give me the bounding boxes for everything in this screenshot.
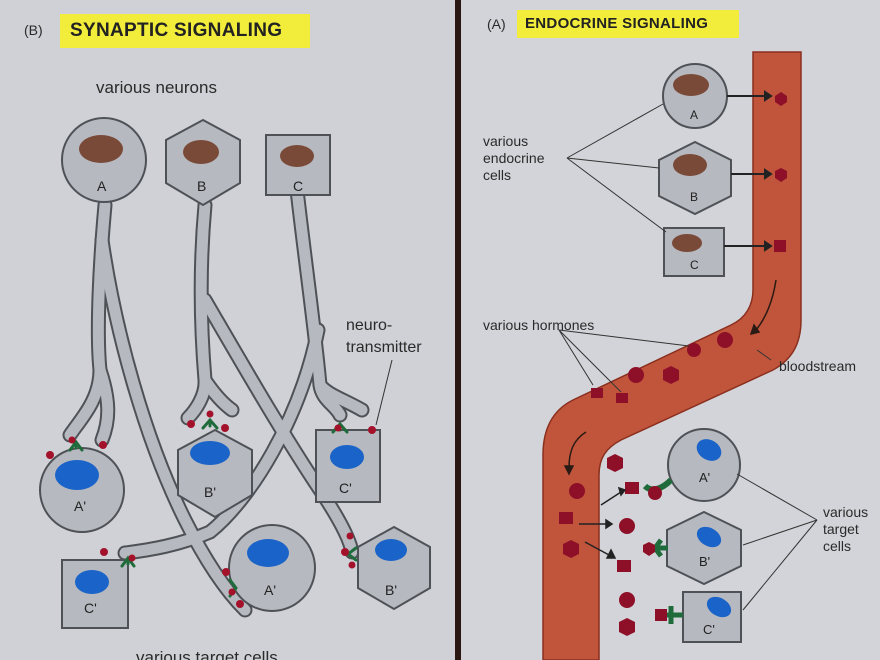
synaptic-diagram (39, 117, 431, 629)
neurotransmitter-pointer (375, 359, 393, 426)
endocrine-cells-label-line3: cells (483, 167, 512, 183)
diffusion-arrows (579, 486, 627, 559)
neuron-a-nucleus (79, 135, 123, 163)
target-cells-label-line1: various (823, 504, 869, 520)
target-c1-label: C' (339, 480, 352, 496)
neuron-a-label: A (97, 178, 107, 194)
neuron-c-nucleus (280, 145, 314, 167)
endocrine-cells-label-line2: endocrine (483, 150, 545, 166)
target-c2-label: C' (84, 600, 97, 616)
neuron-c-label: C (293, 178, 304, 194)
endocrine-signaling-panel: (A) ENDOCRINE SIGNALING various endocrin… (461, 0, 880, 660)
target-b2-label: B' (385, 582, 398, 598)
bloodstream-label: bloodstream (779, 358, 857, 374)
target-a1-label: A' (74, 498, 87, 514)
endocrine-cells-label-line1: various (483, 133, 529, 149)
neurotransmitter-label-line1: neuro- (346, 317, 393, 334)
panel-a-tag: (A) (487, 16, 506, 32)
neurons-label: various neurons (96, 78, 217, 97)
neuron-axons-fill (64, 184, 368, 616)
panel-a-title: ENDOCRINE SIGNALING (517, 10, 739, 38)
target-cell-a-label: A' (699, 470, 711, 485)
target-b2-nucleus (375, 539, 407, 561)
target-a1-nucleus (55, 460, 99, 490)
hormones-label: various hormones (483, 317, 595, 333)
neuron-b-label: B (197, 178, 207, 194)
target-cell-b-nucleus (696, 526, 722, 548)
target-cell-a-body (667, 428, 741, 502)
neurotransmitter-label-line2: transmitter (346, 339, 422, 356)
label-pointers (558, 103, 818, 611)
target-a2-body (228, 524, 316, 612)
target-receptors (642, 477, 683, 624)
target-cell-b-label: B' (699, 554, 711, 569)
endocrine-cell-c-nucleus (672, 234, 702, 252)
synaptic-signaling-panel: (B) SYNAPTIC SIGNALING various neurons n… (0, 0, 455, 660)
target-cells-label: various target cells (136, 648, 278, 660)
neurotransmitter-dots (46, 410, 376, 608)
target-cell-c-label: C' (703, 622, 715, 637)
hormones (559, 92, 787, 636)
panel-b-title: SYNAPTIC SIGNALING (60, 14, 310, 48)
target-cells-label-line2: target (823, 521, 859, 537)
endocrine-cell-b-nucleus (673, 154, 707, 176)
target-c1-nucleus (330, 445, 364, 469)
target-b1-nucleus (190, 441, 230, 465)
panel-b-tag: (B) (24, 22, 43, 38)
target-a2-label: A' (264, 582, 277, 598)
endocrine-cell-a-nucleus (673, 74, 709, 96)
endocrine-cell-c-label: C (690, 258, 699, 272)
target-cell-b-body (666, 510, 742, 586)
secretion-arrows (724, 90, 773, 252)
target-c2-nucleus (75, 570, 109, 594)
bloodstream-vessel (542, 51, 802, 660)
target-cells-label-line3: cells (823, 538, 852, 554)
target-a2-nucleus (247, 539, 289, 567)
endocrine-diagram (542, 51, 818, 660)
neuron-b-nucleus (183, 140, 219, 164)
endocrine-cell-a-label: A (690, 108, 699, 122)
flow-arrows (563, 279, 777, 476)
target-cell-c-nucleus (706, 596, 732, 618)
endocrine-cell-b-label: B (690, 190, 699, 204)
target-b1-label: B' (204, 484, 217, 500)
target-cell-a-nucleus (696, 439, 722, 461)
